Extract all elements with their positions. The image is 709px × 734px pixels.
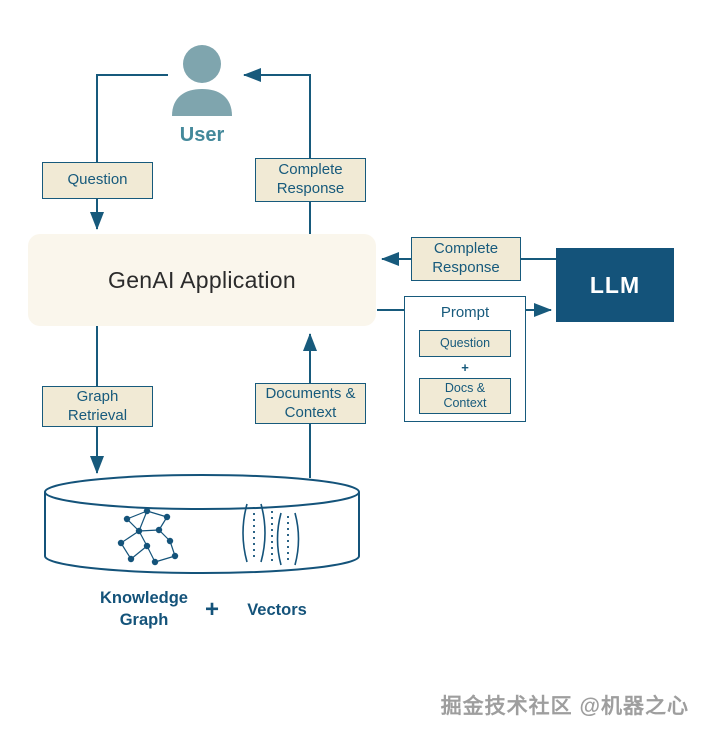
documents-context-box: Documents & Context [255,383,366,424]
prompt-box: Prompt Question + Docs & Context [404,296,526,422]
knowledge-graph-icon [117,507,179,566]
complete-response-right-box: Complete Response [411,237,521,281]
datastore-plus-sign: + [204,596,219,623]
prompt-question-box: Question [419,330,511,357]
prompt-docs-context-box: Docs & Context [419,378,511,414]
vectors-label: Vectors [247,600,307,619]
watermark-text: 掘金技术社区 @机器之心 [440,695,689,718]
app-to-user-arrow [243,68,311,234]
knowledge-graph-label: Knowledge Graph [99,588,188,629]
genai-application-box: GenAI Application [28,234,376,326]
complete-response-top-box: Complete Response [255,158,366,202]
user-icon [172,45,232,116]
prompt-title: Prompt [440,304,490,321]
llm-box: LLM [556,248,674,322]
user-label: User [179,123,225,146]
user-to-question-line [96,74,168,162]
database-cylinder-icon [44,474,360,574]
graph-retrieval-box: Graph Retrieval [42,386,153,427]
question-box: Question [42,162,153,199]
vectors-icon [242,503,300,566]
prompt-plus-sign: + [461,360,469,375]
